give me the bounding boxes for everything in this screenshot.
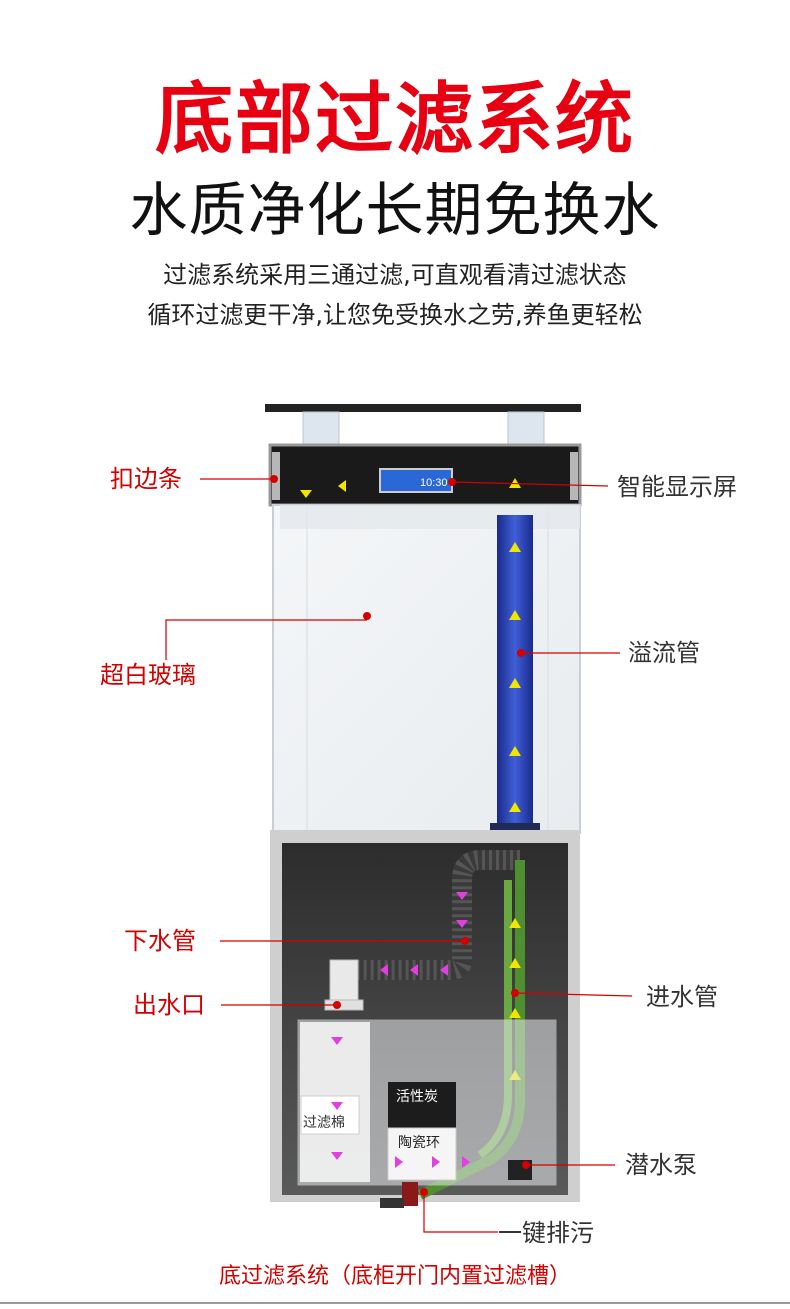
activated-carbon-label: 活性炭 [396, 1089, 438, 1105]
overflow-arrows [509, 542, 521, 812]
label-smart-display: 智能显示屏 [617, 473, 737, 501]
ceramic-rings-media [387, 1127, 457, 1181]
bottom-divider [0, 1302, 790, 1304]
display-readout: 10:30 [420, 477, 448, 489]
flow-arrow [300, 490, 312, 498]
page-subtitle: 水质净化长期免换水 [129, 176, 661, 244]
top-frame-band [268, 443, 582, 507]
outlet-elbow [329, 959, 359, 1007]
top-tube-left [302, 411, 340, 447]
drain-valve [402, 1182, 418, 1206]
description-line-1: 过滤系统采用三通过滤,可直观看清过滤状态 [163, 261, 627, 289]
label-one-key-drain: 一键排污 [498, 1219, 594, 1247]
overflow-pipe [497, 515, 533, 830]
top-lid [265, 404, 581, 412]
description-line-2: 循环过滤更干净,让您免受换水之劳,养鱼更轻松 [147, 301, 643, 329]
leader-dots [270, 475, 530, 1196]
filter-cotton [300, 1095, 360, 1135]
edge-strip-right [570, 452, 578, 500]
sump-arrows [331, 1037, 470, 1168]
diagram-caption: 底过滤系统（底柜开门内置过滤槽） [218, 1264, 571, 1289]
label-edge-strip: 扣边条 [110, 465, 182, 493]
ceramic-rings-label: 陶瓷环 [398, 1135, 440, 1151]
flow-arrow [338, 480, 346, 492]
drain-arrows [380, 892, 468, 976]
label-overflow-pipe: 溢流管 [628, 639, 700, 667]
label-drain-pipe: 下水管 [124, 927, 196, 955]
leader-lines [165, 478, 633, 1233]
filter-cotton-label: 过滤棉 [303, 1115, 345, 1131]
page-title: 底部过滤系统 [154, 75, 635, 165]
label-outlet: 出水口 [133, 991, 205, 1019]
label-submersible-pump: 潜水泵 [625, 1151, 697, 1179]
label-inlet-pipe: 进水管 [646, 983, 718, 1011]
label-ultra-clear-glass: 超白玻璃 [100, 661, 196, 689]
activated-carbon-media [388, 1082, 456, 1128]
top-tube-right [507, 411, 545, 447]
flow-arrow [509, 478, 521, 488]
glass-tank [272, 504, 581, 834]
